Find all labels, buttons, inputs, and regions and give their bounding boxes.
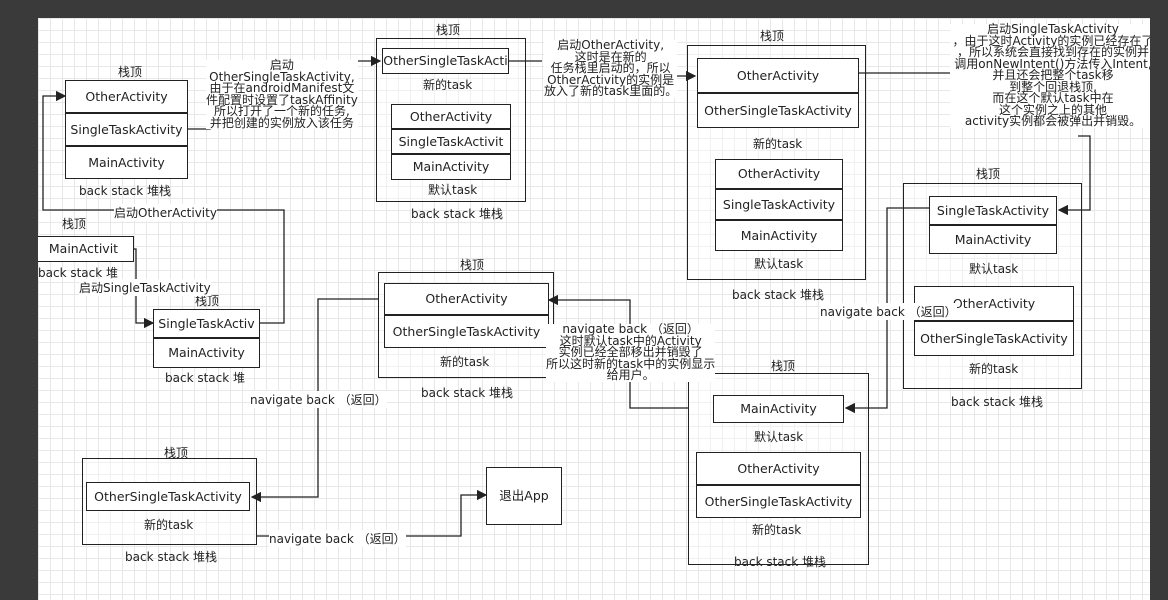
stack-f-stack-label: back stack 堆栈 [951,395,1044,409]
note3-line6: 到整个回退栈顶, [1009,79,1097,94]
stack-f-main-activity: MainActivity [929,225,1057,254]
stack-e-new-task-label: 新的task [753,137,803,151]
exit-app-box: 退出App [486,467,562,525]
stack-c-stack-label: back stack 堆 [165,371,246,385]
stack-d-single-task-activity: SingleTaskActivit [391,129,511,154]
note3-line4: 调用onNewIntent()方法传入Intent, [954,56,1150,71]
stack-b-stack-label: back stack 堆 [38,266,119,280]
stack-h-other-single-task-activity: OtherSingleTaskActivity [696,485,861,518]
stack-i-top-label: 栈顶 [164,446,189,460]
note3-line9: activity实例都会被弹出并销毁。 [964,114,1142,128]
stack-e-other-single-task-activity: OtherSingleTaskActivity [697,93,859,128]
note2-line1: 启动OtherActivity, [557,38,665,52]
stack-d-default-task-label: 默认task [428,183,478,197]
stack-b-top-label: 栈顶 [62,217,87,231]
stack-c-single-task-activity: SingleTaskActiv [153,309,260,338]
stack-a-stack-label: back stack 堆栈 [79,184,172,198]
arrow-e-to-f-head [1057,135,1091,216]
stack-c-top-label: 栈顶 [195,294,220,308]
note4-line5: 给用户。 [606,368,655,382]
stack-h-stack-label: back stack 堆栈 [734,555,827,569]
stack-e-main-activity: MainActivity [715,220,843,251]
stack-e-single-task-activity: SingleTaskActivity [715,189,843,220]
note3-line2: ，由于这时Activity的实例已经存在了 [952,33,1150,48]
stack-e-default-task-label: 默认task [754,257,804,271]
stack-f-top-label: 栈顶 [976,167,1001,181]
note-navigate-back-default-task: navigate back （返回） 这时默认task中的Activity 实例… [546,322,716,382]
note4-line4: 所以这时新的task中的实例显示 [546,356,716,371]
note-start-other-in-new-task: 启动OtherActivity, 这时是在新的 任务栈里启动的，所以 Other… [544,38,678,98]
stack-e-top-label: 栈顶 [760,29,785,43]
stack-a-single-task-activity: SingleTaskActivity [65,113,188,146]
note-start-other-single: 启动 OtherSingleTaskActivity, 由于在androidMa… [206,58,358,130]
note2-line5: 放入了新的task里面的。 [544,84,678,98]
stack-g-other-activity: OtherActivity [384,283,549,315]
note3-line3: ，所以系统会直接找到存在的实例并 [956,45,1149,59]
stack-a-top-label: 栈顶 [118,65,143,79]
stack-d-new-task-label: 新的task [423,78,473,92]
note1-line6: 并把创建的实例放入该任务 [209,115,354,130]
stack-g-stack-label: back stack 堆栈 [421,386,514,400]
note1-line4: 件配置时设置了taskAffinity [206,92,358,107]
stack-f-default-task-label: 默认task [969,262,1019,276]
note1-line3: 由于在androidManifest文 [209,81,355,95]
stack-d-other-single-task-activity: OtherSingleTaskActi [382,48,509,74]
note3-line5: 并且还会把整个task移 [992,68,1114,82]
stack-i-new-task-label: 新的task [144,518,194,532]
stack-e-other-activity: OtherActivity [697,58,859,93]
note3-line7: 而在这个默认task中在 [992,91,1114,105]
note1-line1: 启动 [269,58,294,72]
note1-line2: OtherSingleTaskActivity, [209,69,355,84]
note3-line1: 启动SingleTaskActivity [987,22,1119,36]
stack-g-other-single-task-activity: OtherSingleTaskActivity [384,315,549,348]
note2-line4: OtherActivity的实例是 [547,72,675,87]
label-nav-back-g-i: navigate back （返回） [250,391,387,408]
stack-i-stack-label: back stack 堆栈 [125,550,218,564]
note-start-single-task: 启动SingleTaskActivity ，由于这时Activity的实例已经存… [950,22,1150,128]
stack-i-other-single-task-activity: OtherSingleTaskActivity [86,482,250,511]
note1-line5: 所以打开了一个新的任务, [214,104,350,118]
stack-d-main-activity: MainActivity [391,154,511,180]
stack-d-top-label: 栈顶 [436,23,461,37]
note4-line2: 这时默认task中的Activity [559,333,702,348]
label-start-other-activity: 启动OtherActivity [114,204,217,221]
stack-f-single-task-activity: SingleTaskActivity [929,196,1057,225]
stack-h-main-activity: MainActivity [713,395,844,423]
stack-g-new-task-label: 新的task [440,355,490,369]
stack-h-default-task-label: 默认task [754,430,804,444]
label-nav-back-i-exit: navigate back （返回） [269,530,406,547]
note2-line3: 任务栈里启动的，所以 [550,61,671,75]
stack-h-other-activity: OtherActivity [696,452,861,485]
stack-e-stack-label: back stack 堆栈 [732,288,825,302]
diagram-canvas: 栈顶 OtherActivity SingleTaskActivity Main… [38,18,1150,600]
stack-g-top-label: 栈顶 [460,258,485,272]
note3-line8: 这个实例之上的其他 [998,102,1107,117]
stack-h-new-task-label: 新的task [752,523,802,537]
stack-h-top-label: 栈顶 [771,359,796,373]
note2-line2: 这时是在新的 [574,49,647,64]
label-start-single-task-activity: 启动SingleTaskActivity [79,279,211,296]
stack-a-main-activity: MainActivity [65,146,188,179]
stack-c-main-activity: MainActivity [153,338,260,368]
label-nav-back-f-h: navigate back （返回） [820,303,957,320]
note4-line1: navigate back （返回） [562,322,699,336]
stack-d-other-activity: OtherActivity [391,104,511,129]
stack-d-stack-label: back stack 堆栈 [411,207,504,221]
note4-line3: 实例已经全部移出并销毁了 [558,345,703,359]
stack-e-other-activity-2: OtherActivity [715,159,843,189]
stack-f-other-single-task-activity: OtherSingleTaskActivity [914,321,1074,356]
stack-b-main-activity: MainActivit [38,236,134,262]
stack-f-new-task-label: 新的task [969,362,1019,376]
